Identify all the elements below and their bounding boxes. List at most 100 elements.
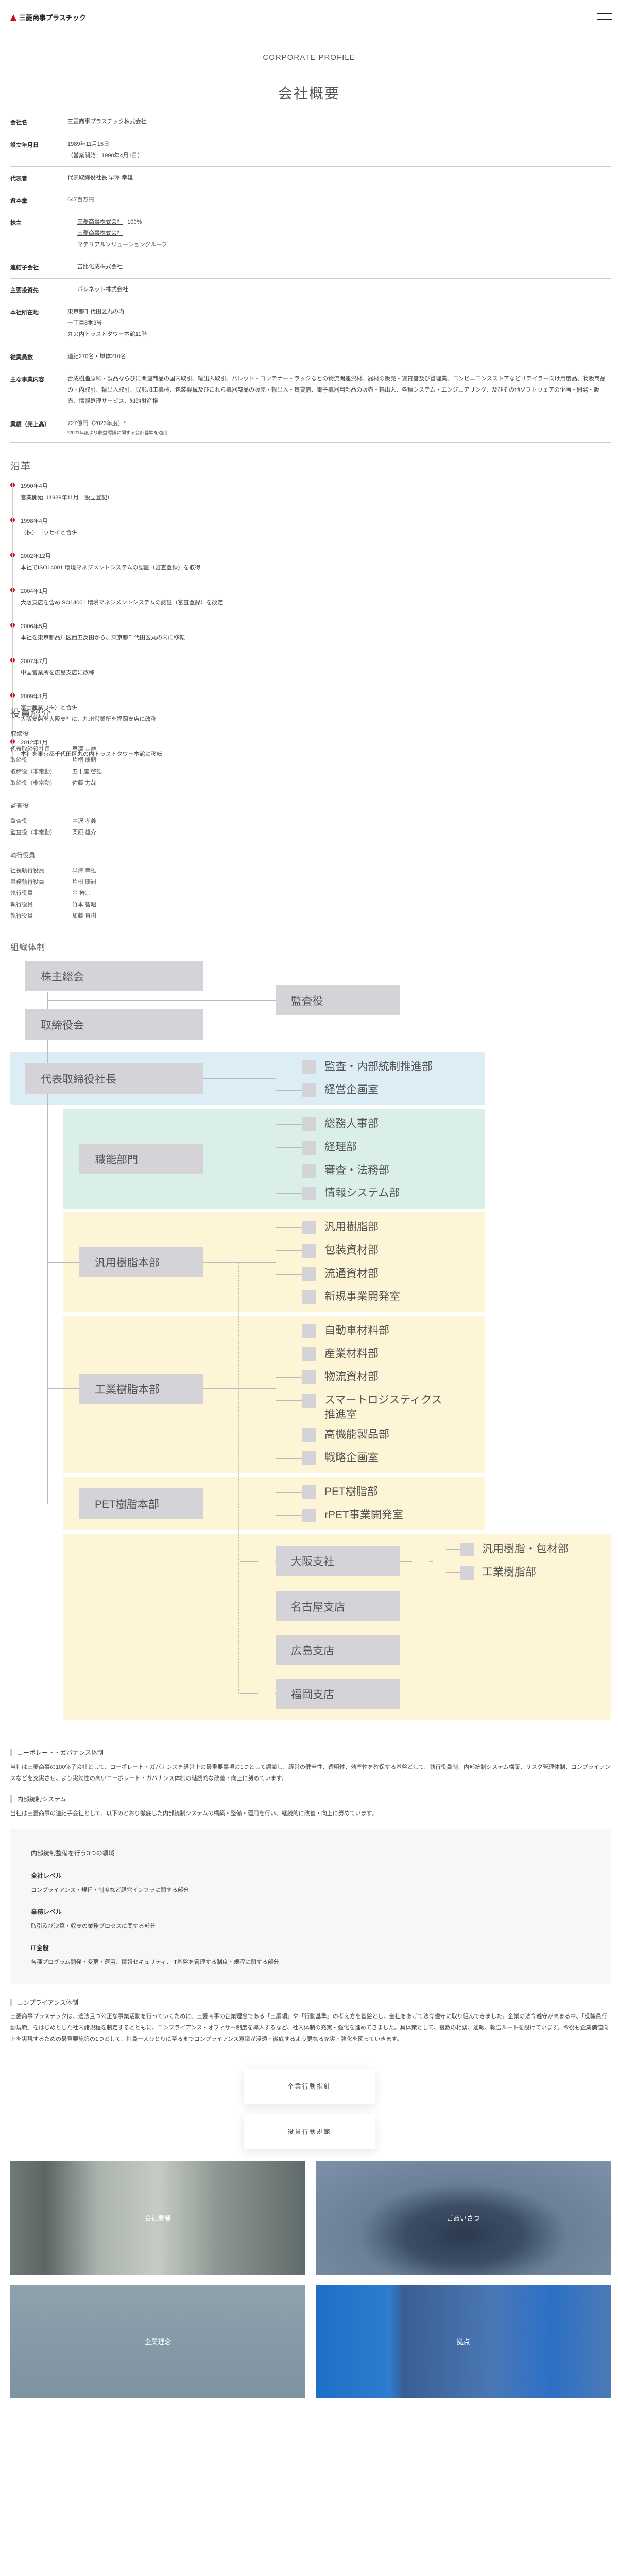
unit-marker-icon	[460, 1566, 474, 1580]
org-unit: 工業樹脂部	[482, 1566, 536, 1578]
row-label: 連結子会社	[10, 265, 39, 271]
mitsubishi-mark-icon	[10, 14, 16, 21]
header-section: 三菱商事プラスチック CORPORATE PROFILE 会社概要	[0, 0, 618, 103]
officer-title: 執行役員	[10, 902, 33, 908]
shareholder-group-link[interactable]: 三菱商事株式会社	[77, 230, 123, 236]
org-unit: 経理部	[324, 1141, 357, 1153]
officer-group-heading: 監査役	[10, 802, 29, 809]
unit-marker-icon	[302, 1428, 316, 1442]
button-label: 企業行動指針	[287, 2082, 331, 2090]
unit-marker-icon	[302, 1394, 316, 1408]
officer-name: 栗原 雄介	[72, 829, 97, 836]
row-label: 主な事業内容	[10, 377, 44, 383]
corporate-conduct-button[interactable]: 企業行動指針	[244, 2069, 375, 2104]
row-value: 合成樹脂原料・製品ならびに関連商品の国内取引、輸出入取引、パレット・コンテナー・…	[67, 376, 606, 404]
connector-line	[276, 1193, 302, 1194]
connector-line	[203, 1262, 276, 1263]
card-label: 拠点	[456, 2338, 470, 2346]
card-greeting[interactable]: ごあいさつ	[316, 2161, 611, 2275]
connector-line	[238, 1693, 276, 1694]
hamburger-icon[interactable]	[597, 13, 612, 21]
org-unit: 自動車材料部	[324, 1325, 389, 1336]
investment-link[interactable]: パレネット株式会社	[77, 286, 128, 293]
officer-title: 取締役	[10, 757, 27, 764]
connector-line	[238, 1262, 239, 1693]
area-desc: コンプライアンス・規程・制度など経営インフラに関する部分	[31, 1887, 189, 1893]
button-label: 役員行動規範	[287, 2128, 331, 2136]
row-value: 代表取締役社長 早澤 幸雄	[67, 175, 133, 181]
pet-resin-box: PET樹脂本部	[79, 1488, 203, 1519]
branch-box: 大阪支社	[276, 1546, 400, 1576]
logo[interactable]: 三菱商事プラスチック	[10, 12, 86, 22]
connector-line	[276, 1377, 302, 1378]
unit-marker-icon	[302, 1485, 316, 1499]
officer-name: 片桐 康嗣	[72, 757, 97, 764]
officer-title: 社長執行役員	[10, 868, 44, 874]
history-description: 大阪支店を大阪支社に、九州営業所を福岡支店に改称	[21, 716, 157, 722]
page-subtitle: CORPORATE PROFILE	[263, 53, 355, 62]
connector-line	[276, 1515, 302, 1516]
row-value: 連結270名・単体210名	[67, 353, 126, 360]
history-date: 2009年1月	[21, 693, 48, 700]
card-label: ごあいさつ	[446, 2214, 480, 2222]
officer-title: 執行役員	[10, 890, 33, 896]
card-philosophy[interactable]: 企業理念	[10, 2285, 305, 2398]
unit-marker-icon	[302, 1324, 316, 1338]
unit-marker-icon	[302, 1187, 316, 1200]
history-date: 2007年7月	[21, 658, 48, 665]
connector-line	[276, 1147, 302, 1148]
card-company-profile[interactable]: 会社概要	[10, 2161, 305, 2275]
org-unit: 審査・法務部	[324, 1164, 389, 1176]
unit-marker-icon	[302, 1267, 316, 1281]
shareholder-link[interactable]: 三菱商事株式会社	[77, 219, 123, 225]
unit-marker-icon	[302, 1164, 316, 1178]
org-unit: 新規事業開発室	[324, 1291, 400, 1302]
unit-marker-icon	[302, 1451, 316, 1465]
org-unit: 汎用樹脂・包材部	[482, 1543, 569, 1555]
officer-name: 竹本 智昭	[72, 902, 97, 908]
history-description: 本社を東京都千代田区丸の内トラストタワー本館に移転	[21, 751, 162, 757]
board-box: 取締役会	[25, 1009, 203, 1040]
card-label: 企業理念	[144, 2338, 171, 2346]
org-unit: 汎用樹脂部	[324, 1221, 379, 1233]
subsidiary-link[interactable]: 吉比化成株式会社	[77, 264, 123, 270]
branch-box: 福岡支店	[276, 1679, 400, 1709]
unit-marker-icon	[302, 1060, 316, 1074]
cards-section: 会社概要 ごあいさつ 企業理念 拠点	[0, 2161, 618, 2403]
shareholder-group-link[interactable]: マテリアルソリューショングループ	[77, 242, 168, 248]
connector-line	[47, 1000, 276, 1001]
branch-box: 名古屋支店	[276, 1591, 400, 1621]
officer-name: 中沢 孝義	[72, 818, 97, 824]
officer-name: 金 椿宗	[72, 890, 91, 896]
officer-title: 取締役（非常勤）	[10, 780, 56, 786]
connector-line	[276, 1227, 302, 1228]
connector-line	[276, 1274, 302, 1275]
org-title: 組織体制	[10, 943, 46, 952]
governance-text: 当社は三菱商事の100％子会社として、コーポレート・ガバナンスを経営上の最重要事…	[10, 1764, 611, 1782]
officer-title: 監査役（非常勤）	[10, 829, 56, 836]
row-note: （営業開始：1990年4月1日）	[67, 152, 143, 159]
unit-marker-icon	[302, 1221, 316, 1234]
industrial-resin-box: 工業樹脂本部	[79, 1374, 203, 1404]
connector-line	[47, 1388, 79, 1389]
card-locations[interactable]: 拠点	[316, 2285, 611, 2398]
branch-box: 広島支店	[276, 1635, 400, 1665]
org-unit: 高機能製品部	[324, 1429, 389, 1440]
history-date: 1990年4月	[21, 483, 48, 489]
org-unit: 流通資材部	[324, 1268, 379, 1280]
officer-conduct-button[interactable]: 役員行動規範	[244, 2114, 375, 2149]
connector-line	[276, 1492, 302, 1493]
history-title: 沿革	[10, 461, 31, 472]
connector-line	[433, 1572, 460, 1573]
row-value: 727億円（2023年度）*	[67, 420, 126, 427]
org-unit: 包装資材部	[324, 1244, 379, 1256]
org-unit: 経営企画室	[324, 1084, 379, 1096]
area-name: 全社レベル	[31, 1872, 62, 1879]
connector-line	[238, 1561, 276, 1562]
officer-title: 執行役員	[10, 913, 33, 919]
officer-title: 代表取締役社長	[10, 746, 50, 752]
history-date: 2012年1月	[21, 740, 48, 746]
compliance-text: 三菱商事プラスチックは、適法且つ公正な事業活動を行っていくために、三菱商事の企業…	[10, 2013, 609, 2042]
logo-text: 三菱商事プラスチック	[19, 14, 86, 22]
functional-box: 職能部門	[79, 1144, 203, 1174]
